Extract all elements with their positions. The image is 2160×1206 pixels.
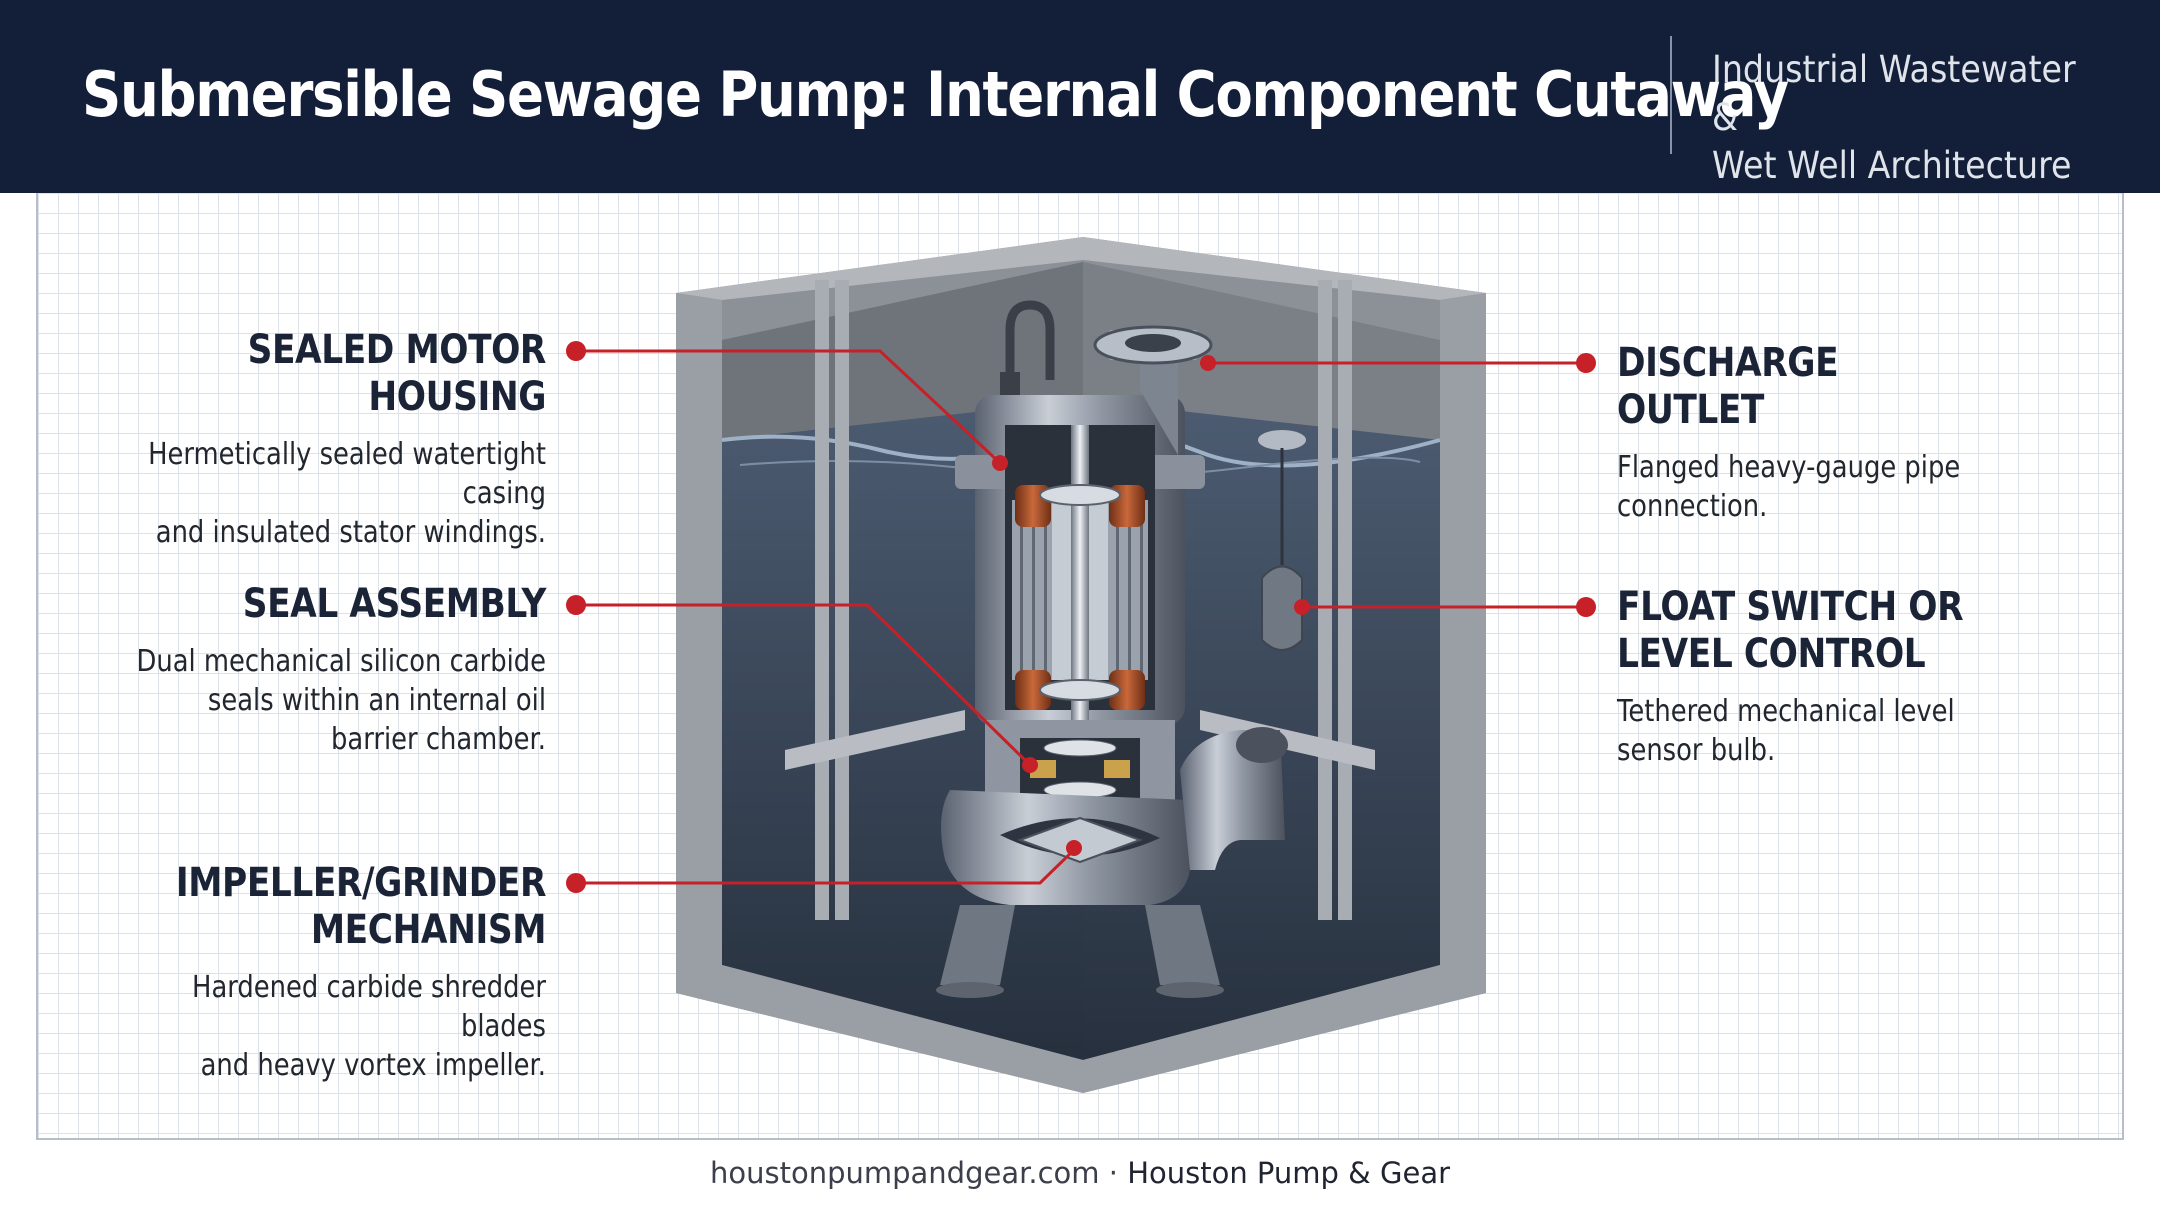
callout-sealed-motor-housing: SEALED MOTOR HOUSING Hermetically sealed…	[111, 327, 546, 552]
float-switch-bulb	[1258, 430, 1306, 651]
callout-impeller-grinder: IMPELLER/GRINDER MECHANISM Hardened carb…	[111, 860, 547, 1085]
callout-description: Hermetically sealed watertight casing an…	[111, 435, 546, 552]
subtitle-line-1: Industrial Wastewater &	[1712, 48, 2076, 139]
footer-separator: ·	[1108, 1156, 1118, 1190]
callout-desc-line: connection.	[1617, 489, 1768, 524]
callout-title-line: FLOAT SWITCH OR	[1617, 584, 1964, 630]
callout-dot-discharge	[1576, 353, 1596, 373]
callout-desc-line: and heavy vortex impeller.	[200, 1048, 546, 1083]
callout-dot-float	[1576, 597, 1596, 617]
callout-desc-line: sensor bulb.	[1617, 733, 1776, 768]
header-banner: Submersible Sewage Pump: Internal Compon…	[0, 0, 2160, 193]
footer-website-link[interactable]: houstonpumpandgear.com	[709, 1156, 1100, 1190]
callout-desc-line: Flanged heavy-gauge pipe	[1617, 450, 1961, 485]
callout-desc-line: and insulated stator windings.	[155, 515, 546, 550]
callout-desc-line: Tethered mechanical level	[1617, 694, 1955, 729]
callout-description: Tethered mechanical level sensor bulb.	[1617, 692, 1978, 770]
header-divider	[1670, 36, 1672, 154]
callout-desc-line: Hermetically sealed watertight casing	[148, 437, 547, 511]
footer-credit: houstonpumpandgear.com · Houston Pump & …	[0, 1156, 2160, 1190]
callout-desc-line: Dual mechanical silicon carbide	[136, 644, 546, 679]
callout-lines	[566, 341, 1596, 893]
callout-float-switch: FLOAT SWITCH OR LEVEL CONTROL Tethered m…	[1617, 584, 1978, 770]
callout-seal-assembly: SEAL ASSEMBLY Dual mechanical silicon ca…	[111, 581, 546, 759]
callout-dot-impeller	[566, 873, 586, 893]
callout-description: Hardened carbide shredder blades and hea…	[111, 968, 546, 1085]
callout-title: FLOAT SWITCH OR LEVEL CONTROL	[1617, 584, 1978, 678]
submersible-pump	[936, 300, 1288, 998]
subtitle-line-2: Wet Well Architecture	[1712, 144, 2072, 187]
callout-discharge-outlet: DISCHARGE OUTLET Flanged heavy-gauge pip…	[1617, 340, 1978, 526]
callout-title: DISCHARGE OUTLET	[1617, 340, 1839, 433]
callout-title: SEAL ASSEMBLY	[242, 581, 547, 627]
callout-title-line: LEVEL CONTROL	[1617, 631, 1926, 677]
footer-brand: Houston Pump & Gear	[1127, 1156, 1451, 1190]
callout-title-line: MECHANISM	[310, 907, 547, 953]
callout-desc-line: seals within an internal oil	[207, 683, 546, 718]
callout-title-line: IMPELLER/GRINDER	[175, 860, 547, 906]
callout-dot-seal	[566, 595, 586, 615]
callout-title: IMPELLER/GRINDER MECHANISM	[111, 860, 547, 954]
callout-description: Flanged heavy-gauge pipe connection.	[1617, 448, 1978, 526]
page-subtitle: Industrial Wastewater & Wet Well Archite…	[1712, 46, 2099, 190]
callout-dot-motor	[566, 341, 586, 361]
callout-desc-line: barrier chamber.	[331, 722, 546, 757]
callout-description: Dual mechanical silicon carbide seals wi…	[111, 642, 546, 759]
callout-desc-line: Hardened carbide shredder blades	[192, 970, 546, 1044]
callout-title: SEALED MOTOR HOUSING	[247, 327, 547, 420]
